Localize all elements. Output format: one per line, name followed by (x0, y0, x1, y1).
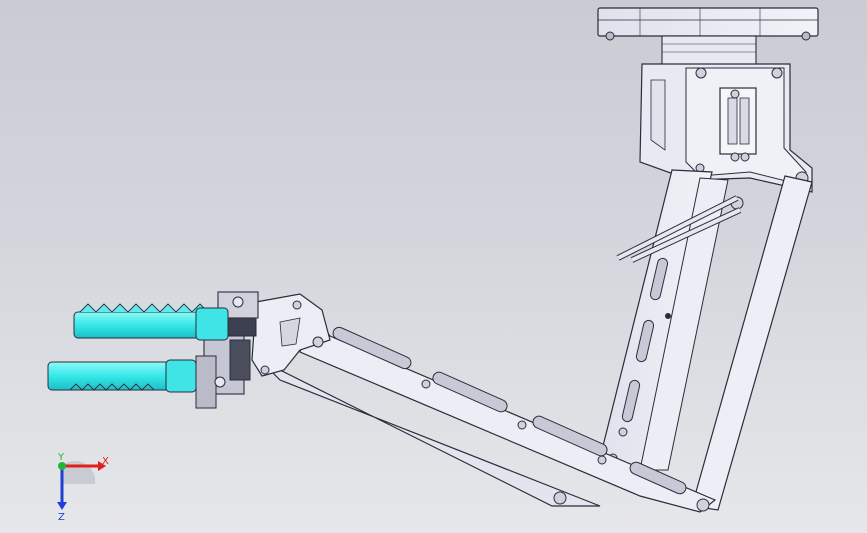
x-axis-label: X (102, 456, 109, 467)
shoulder-hub (661, 35, 757, 67)
shoulder-servo-bracket (639, 63, 813, 210)
z-axis-label: Z (58, 512, 65, 522)
upper-arm-link (597, 169, 813, 511)
y-axis-label: Y (57, 452, 65, 463)
z-axis-arrow (57, 502, 67, 510)
coordinate-triad: X Y Z (57, 452, 109, 522)
gripper-finger-upper (73, 303, 229, 341)
gripper-finger-lower (47, 359, 197, 393)
wrist-bracket (251, 293, 331, 377)
gripper-mechanism (195, 291, 259, 409)
x-axis-arrow (98, 461, 106, 471)
top-mounting-plate (597, 7, 819, 41)
triad-plane (62, 461, 96, 484)
y-axis-dot (58, 462, 66, 470)
push-rods (616, 195, 742, 263)
